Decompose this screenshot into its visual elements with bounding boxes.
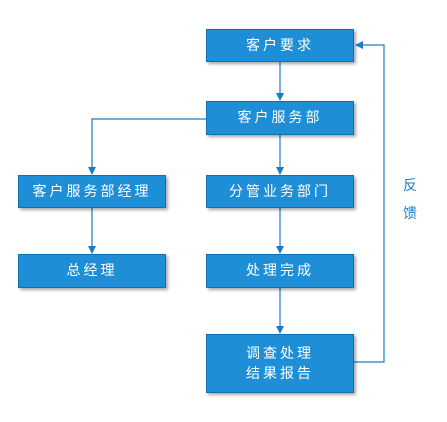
node-customer-service-manager-label: 客户服务部经理 [32, 183, 152, 200]
node-responsible-dept-label: 分管业务部门 [229, 183, 331, 200]
node-customer-service-manager: 客户服务部经理 [18, 175, 166, 208]
node-investigation-report-line1: 调查处理 [246, 345, 314, 362]
feedback-label: 反 馈 [399, 172, 421, 228]
node-customer-request-label: 客户要求 [246, 37, 314, 54]
node-general-manager: 总经理 [18, 254, 166, 288]
node-customer-service-dept: 客户服务部 [206, 101, 354, 135]
node-customer-request: 客户要求 [206, 29, 354, 62]
arrow-feedback-loop [354, 41, 385, 363]
node-processing-complete-label: 处理完成 [246, 263, 314, 279]
node-general-manager-label: 总经理 [66, 263, 118, 279]
feedback-label-char2: 馈 [403, 206, 417, 222]
node-responsible-dept: 分管业务部门 [206, 175, 354, 208]
node-investigation-report: 调查处理 结果报告 [206, 334, 354, 393]
node-customer-service-dept-label: 客户服务部 [237, 110, 323, 126]
feedback-label-char1: 反 [403, 178, 417, 194]
arrow-service-dept-to-manager [88, 118, 206, 175]
node-investigation-report-line2: 结果报告 [246, 365, 314, 382]
node-processing-complete: 处理完成 [206, 254, 354, 288]
